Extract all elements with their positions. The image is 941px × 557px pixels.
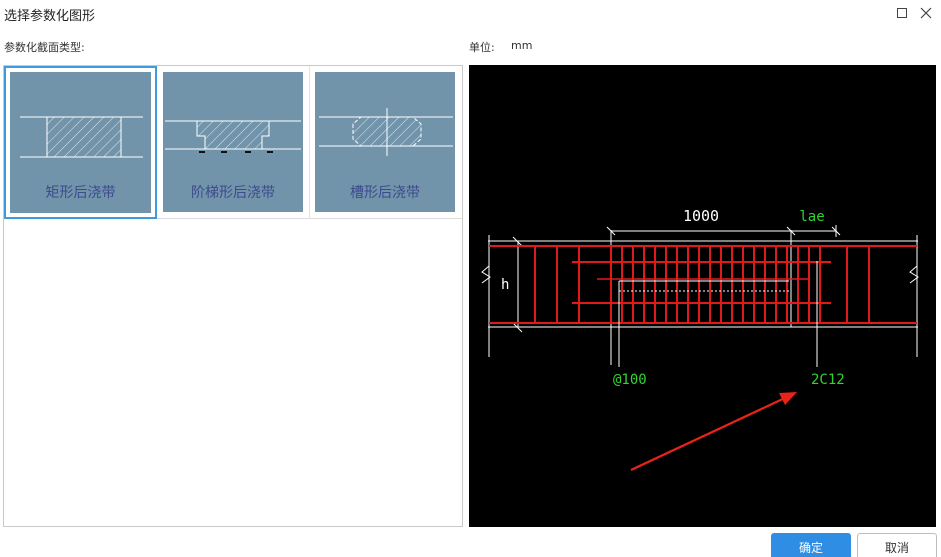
vertical-rebars	[534, 246, 870, 323]
maximize-button[interactable]	[893, 4, 911, 22]
ok-button[interactable]: 确定	[771, 533, 851, 557]
preview-panel: h 1000 lae @100 2C12	[469, 65, 936, 527]
section-type-panel: 矩形后浇带	[3, 65, 463, 527]
close-icon	[920, 7, 932, 19]
title-bar: 选择参数化图形	[0, 0, 941, 28]
window-title: 选择参数化图形	[4, 9, 96, 24]
break-mark-right	[909, 265, 919, 284]
callout-arrowhead	[779, 392, 797, 405]
type-tile-rectangle[interactable]: 矩形后浇带	[4, 66, 157, 219]
type-tile-groove[interactable]: 槽形后浇带	[310, 66, 462, 219]
section-type-list: 矩形后浇带	[4, 66, 462, 219]
type-thumbnail: 槽形后浇带	[315, 72, 455, 212]
height-dim-label: h	[501, 277, 509, 293]
rebar-preview-drawing: h 1000 lae @100 2C12	[481, 207, 919, 471]
type-tile-stepped[interactable]: 阶梯形后浇带	[157, 66, 310, 219]
type-label: 槽形后浇带	[350, 185, 420, 201]
section-type-label: 参数化截面类型:	[4, 41, 85, 54]
width-dim-label: 1000	[683, 207, 719, 225]
lae-dim-label: lae	[799, 209, 824, 225]
callout-arrow	[630, 396, 788, 471]
cancel-button[interactable]: 取消	[857, 533, 937, 557]
groove-section-icon	[319, 108, 453, 156]
spacing-annotation: @100	[613, 372, 647, 388]
maximize-icon	[897, 8, 907, 18]
unit-value: mm	[511, 39, 533, 52]
stepped-section-icon	[165, 120, 301, 153]
type-thumbnail: 阶梯形后浇带	[163, 72, 303, 212]
type-thumbnail: 矩形后浇带	[10, 72, 151, 213]
break-mark-left	[481, 265, 491, 284]
rebar-annotation: 2C12	[811, 372, 845, 388]
unit-label: 单位:	[469, 41, 495, 54]
rectangle-section-icon	[20, 116, 143, 158]
type-label: 阶梯形后浇带	[191, 185, 275, 201]
close-button[interactable]	[917, 4, 935, 22]
type-label: 矩形后浇带	[45, 185, 116, 201]
